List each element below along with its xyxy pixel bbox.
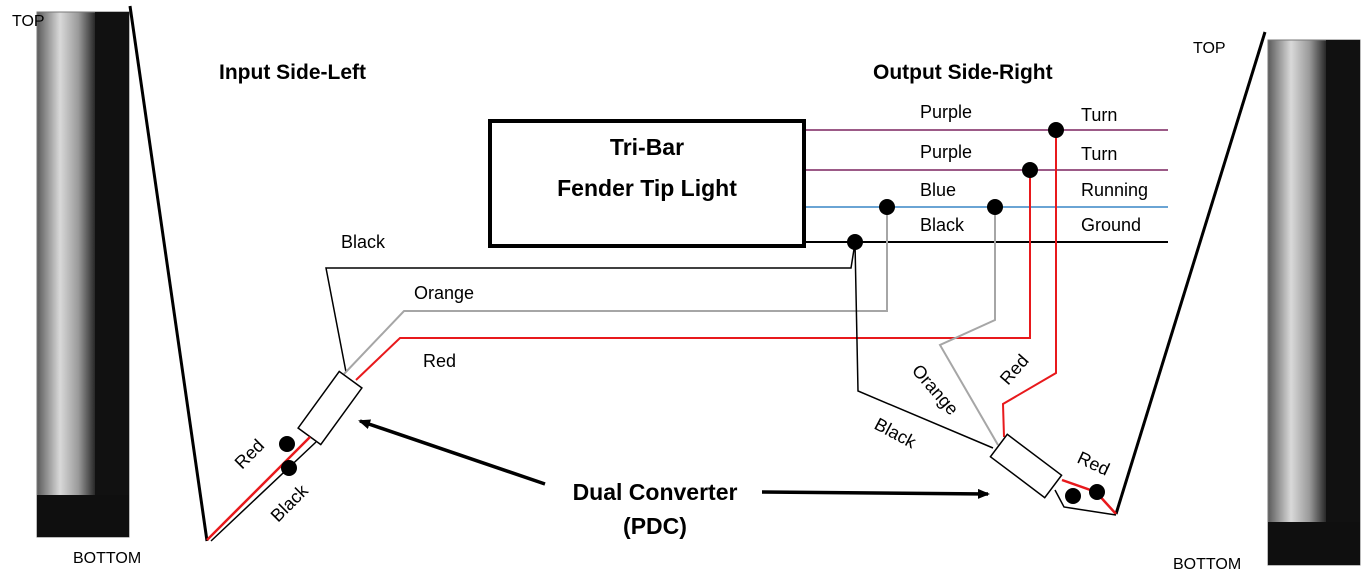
- left-fender-light-bar: [36, 11, 130, 538]
- left-bracket-line: [128, 5, 209, 542]
- wire-function-label: Running: [1081, 180, 1148, 200]
- converter-label-line1: Dual Converter: [573, 479, 738, 505]
- left-dual-converter: [297, 370, 363, 446]
- right-fender-light-bar: [1267, 39, 1361, 566]
- output-side-title: Output Side-Right: [873, 61, 1053, 84]
- bottom-right-label: BOTTOM: [1173, 556, 1241, 573]
- right-red-label: Red: [996, 351, 1033, 389]
- splice-dot-left-black: [281, 460, 297, 476]
- light-title-line2: Fender Tip Light: [557, 175, 737, 201]
- splice-dot-turn: [1048, 122, 1064, 138]
- left-converter-out-red: [206, 436, 311, 541]
- right-orange-wire: [938, 207, 999, 446]
- left-black-label: Black: [341, 232, 386, 252]
- splice-dot-right-red: [1065, 488, 1081, 504]
- left-out-black-label: Black: [267, 480, 313, 526]
- wire-color-label: Blue: [920, 180, 956, 200]
- wire-function-label: Turn: [1081, 105, 1117, 125]
- right-converter-out-black: [1054, 489, 1117, 516]
- wire-color-label: Purple: [920, 102, 972, 122]
- left-red-wire: [355, 170, 1031, 381]
- light-title-line1: Tri-Bar: [610, 134, 684, 160]
- bottom-left-label: BOTTOM: [73, 550, 141, 567]
- right-bracket-line: [1114, 31, 1267, 515]
- right-out-red-label: Red: [1074, 447, 1112, 479]
- splice-dot-ground: [847, 234, 863, 250]
- top-left-label: TOP: [12, 13, 45, 30]
- left-black-wire: [325, 242, 856, 373]
- input-side-title: Input Side-Left: [219, 61, 366, 84]
- wire-function-label: Turn: [1081, 144, 1117, 164]
- left-orange-wire: [343, 207, 888, 375]
- left-converter-out-black: [210, 441, 317, 542]
- splice-dot-left-red: [279, 436, 295, 452]
- tri-bar-light-box: [488, 119, 806, 248]
- wire-color-label: Purple: [920, 142, 972, 162]
- arrow-to-left-converter: [358, 419, 546, 486]
- right-dual-converter: [989, 433, 1063, 499]
- splice-dot-running: [987, 199, 1003, 215]
- wire-color-label: Black: [920, 215, 965, 235]
- left-out-red-label: Red: [231, 435, 268, 472]
- splice-dot-turn: [1022, 162, 1038, 178]
- splice-dot-right-red: [1089, 484, 1105, 500]
- top-right-label: TOP: [1193, 40, 1226, 57]
- left-orange-label: Orange: [414, 283, 474, 303]
- splice-dot-running: [879, 199, 895, 215]
- right-black-label: Black: [871, 414, 920, 453]
- left-red-label: Red: [423, 351, 456, 371]
- converter-label-line2: (PDC): [623, 513, 687, 539]
- right-black-wire: [854, 242, 994, 449]
- wire-function-label: Ground: [1081, 215, 1141, 235]
- arrow-to-right-converter: [761, 488, 990, 499]
- right-red-wire: [1001, 130, 1057, 438]
